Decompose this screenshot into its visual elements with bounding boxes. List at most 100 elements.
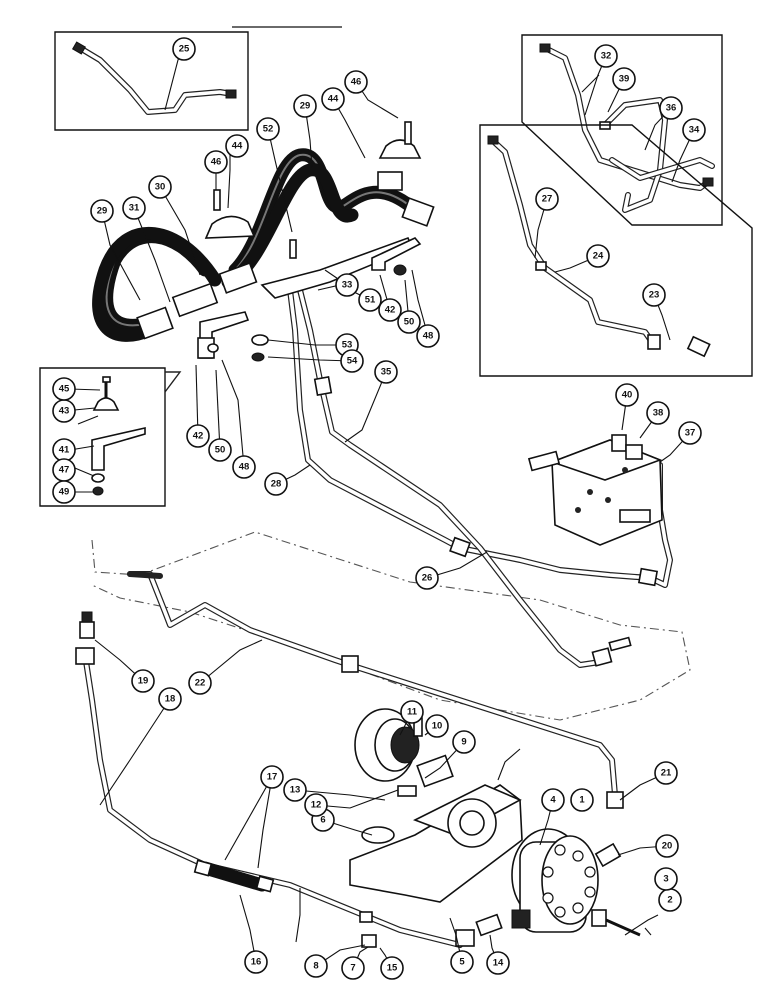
callout-48-left: 48 bbox=[232, 455, 256, 479]
callout-11: 11 bbox=[400, 700, 424, 724]
callout-1: 1 bbox=[570, 788, 594, 812]
callout-15: 15 bbox=[380, 956, 404, 980]
pump-assembly bbox=[349, 708, 641, 948]
callout-54-text: 54 bbox=[347, 356, 358, 367]
callout-47-text: 47 bbox=[59, 465, 70, 476]
callout-42-left-text: 42 bbox=[193, 431, 204, 442]
callout-41: 41 bbox=[52, 438, 76, 462]
callout-32-text: 32 bbox=[601, 51, 612, 62]
callout-42-right-text: 42 bbox=[385, 305, 396, 316]
callout-33-text: 33 bbox=[342, 280, 353, 291]
callout-43-text: 43 bbox=[59, 406, 70, 417]
callout-2-text: 2 bbox=[667, 895, 672, 906]
callout-18: 18 bbox=[158, 687, 182, 711]
callout-31-text: 31 bbox=[129, 203, 140, 214]
callout-3-text: 3 bbox=[663, 874, 668, 885]
callout-labels: 1 2 3 4 5 6 7 8 9 10 11 12 13 14 15 16 1… bbox=[52, 37, 706, 980]
callout-50-right-text: 50 bbox=[404, 317, 415, 328]
callout-21-text: 21 bbox=[661, 768, 672, 779]
tube-22 bbox=[127, 571, 624, 809]
callout-43: 43 bbox=[52, 399, 76, 423]
callout-36: 36 bbox=[659, 96, 683, 120]
callout-9-text: 9 bbox=[461, 737, 466, 748]
callout-44-left-text: 44 bbox=[232, 141, 243, 152]
inset-lines-32-34-36-39 bbox=[521, 34, 723, 226]
callout-31: 31 bbox=[122, 196, 146, 220]
callout-2: 2 bbox=[658, 888, 682, 912]
hoses-29-30-31 bbox=[92, 148, 435, 342]
callout-41-text: 41 bbox=[59, 445, 70, 456]
callout-16: 16 bbox=[244, 950, 268, 974]
callout-44-upper-text: 44 bbox=[328, 94, 339, 105]
callout-51-text: 51 bbox=[365, 295, 376, 306]
callout-29-upper-text: 29 bbox=[300, 101, 311, 112]
callout-19-text: 19 bbox=[138, 676, 149, 687]
callout-37-text: 37 bbox=[685, 428, 696, 439]
callout-19: 19 bbox=[131, 669, 155, 693]
callout-11-text: 11 bbox=[407, 707, 418, 718]
callout-46-left-text: 46 bbox=[211, 157, 222, 168]
callout-10: 10 bbox=[425, 714, 449, 738]
callout-46-upper-text: 46 bbox=[351, 77, 362, 88]
callout-16-text: 16 bbox=[251, 957, 262, 968]
callout-7-text: 7 bbox=[350, 963, 355, 974]
callout-48-right: 48 bbox=[416, 324, 440, 348]
inset-tube-25 bbox=[54, 31, 249, 131]
callout-18-text: 18 bbox=[165, 694, 176, 705]
callout-38-text: 38 bbox=[653, 408, 664, 419]
callout-39-text: 39 bbox=[619, 74, 630, 85]
callout-9: 9 bbox=[452, 730, 476, 754]
inset-lines-23-24-27 bbox=[479, 124, 753, 377]
callout-42-right: 42 bbox=[378, 298, 402, 322]
callout-46-upper: 46 bbox=[344, 70, 368, 94]
callout-50-left: 50 bbox=[208, 438, 232, 462]
callout-34-text: 34 bbox=[689, 125, 700, 136]
callout-48-right-text: 48 bbox=[423, 331, 434, 342]
callout-29-lower-text: 29 bbox=[97, 206, 108, 217]
callout-7: 7 bbox=[341, 956, 365, 980]
callout-49: 49 bbox=[52, 480, 76, 504]
callout-4: 4 bbox=[541, 788, 565, 812]
callout-12-text: 12 bbox=[311, 800, 322, 811]
callout-27-text: 27 bbox=[542, 194, 553, 205]
brackets bbox=[197, 121, 422, 362]
callout-33: 33 bbox=[335, 273, 359, 297]
callout-53-text: 53 bbox=[342, 340, 353, 351]
callout-25: 25 bbox=[172, 37, 196, 61]
callout-5: 5 bbox=[450, 950, 474, 974]
callout-6-text: 6 bbox=[320, 815, 325, 826]
callout-49-text: 49 bbox=[59, 487, 70, 498]
callout-28: 28 bbox=[264, 472, 288, 496]
callout-45: 45 bbox=[52, 377, 76, 401]
callout-5-text: 5 bbox=[459, 957, 465, 968]
callout-8-text: 8 bbox=[313, 961, 318, 972]
callout-22-text: 22 bbox=[195, 678, 206, 689]
callout-51: 51 bbox=[358, 288, 382, 312]
callout-14-text: 14 bbox=[493, 958, 504, 969]
callout-54: 54 bbox=[340, 349, 364, 373]
callout-28-text: 28 bbox=[271, 479, 282, 490]
callout-17-text: 17 bbox=[267, 772, 278, 783]
callout-36-text: 36 bbox=[666, 103, 677, 114]
callout-1-text: 1 bbox=[579, 795, 585, 806]
callout-12: 12 bbox=[304, 793, 328, 817]
callout-27: 27 bbox=[535, 187, 559, 211]
callout-42-left: 42 bbox=[186, 424, 210, 448]
callout-14: 14 bbox=[486, 951, 510, 975]
callout-44-left: 44 bbox=[225, 134, 249, 158]
callout-13-text: 13 bbox=[290, 785, 301, 796]
callout-30: 30 bbox=[148, 175, 172, 199]
callout-34: 34 bbox=[682, 118, 706, 142]
callout-17: 17 bbox=[260, 765, 284, 789]
callout-50-right: 50 bbox=[397, 310, 421, 334]
callout-38: 38 bbox=[646, 401, 670, 425]
callout-25-text: 25 bbox=[179, 44, 190, 55]
callout-20: 20 bbox=[655, 834, 679, 858]
callout-10-text: 10 bbox=[432, 721, 443, 732]
callout-8: 8 bbox=[304, 954, 328, 978]
callout-15-text: 15 bbox=[387, 963, 398, 974]
callout-46-left: 46 bbox=[204, 150, 228, 174]
callout-37: 37 bbox=[678, 421, 702, 445]
callout-35-text: 35 bbox=[381, 367, 392, 378]
callout-44-upper: 44 bbox=[321, 87, 345, 111]
